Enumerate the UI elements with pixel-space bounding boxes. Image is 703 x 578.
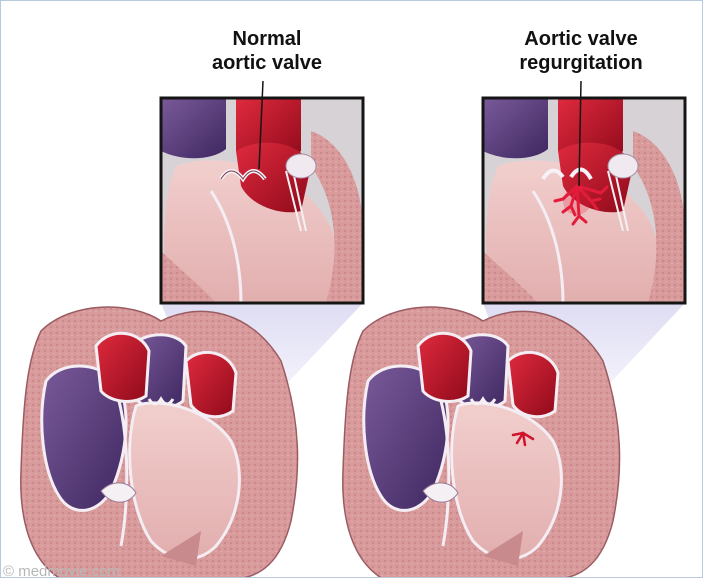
label-regurg-line1: Aortic valve [507,27,655,51]
label-aortic-valve-regurgitation: Aortic valve regurgitation [507,27,655,75]
heart-normal [21,307,298,578]
watermark: © medmovie.com [3,563,120,578]
label-normal-aortic-valve: Normal aortic valve [207,27,327,75]
label-normal-line1: Normal [207,27,327,51]
inset-regurgitation-valve [483,98,685,303]
inset-normal-valve [161,98,363,303]
label-normal-line2: aortic valve [207,51,327,75]
heart-regurgitation [343,307,620,578]
label-regurg-line2: regurgitation [507,51,655,75]
